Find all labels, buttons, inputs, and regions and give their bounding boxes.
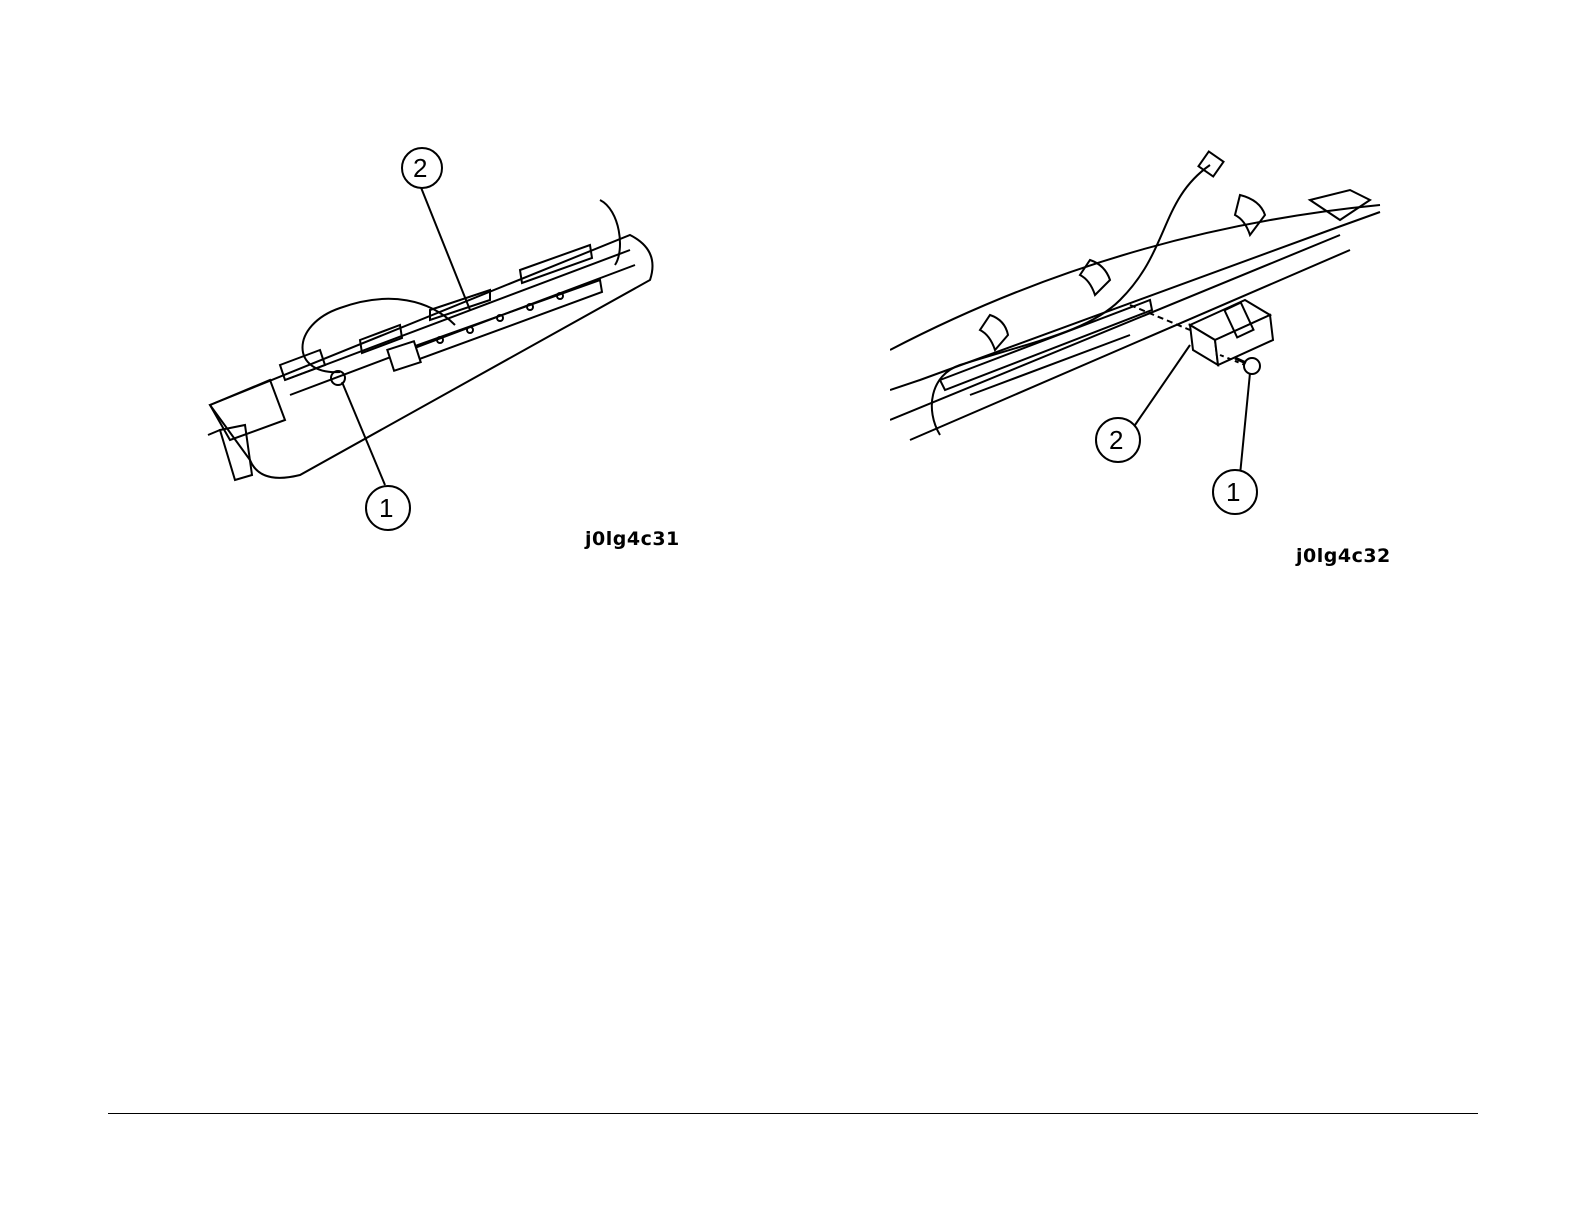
callout-circle-icon-2: 2 <box>402 148 442 188</box>
figure-code-right: j0lg4c32 <box>1296 545 1391 567</box>
figure-right-diagram: 2 1 <box>890 140 1390 570</box>
figure-code-left: j0lg4c31 <box>585 528 680 550</box>
callout-circle-icon-1: 1 <box>366 486 410 530</box>
callout-label-right-1: 1 <box>1226 477 1240 507</box>
callout-circle-icon-1: 1 <box>1213 470 1257 514</box>
footer-rule <box>108 1113 1478 1114</box>
sensor-icon <box>387 341 420 371</box>
callout-label-left-2: 2 <box>413 153 427 183</box>
sensor-icon <box>1190 300 1273 365</box>
connector-icon <box>1198 151 1223 176</box>
figure-left-diagram: 2 1 <box>190 140 670 560</box>
callout-label-left-1: 1 <box>379 493 393 523</box>
callout-label-right-2: 2 <box>1109 425 1123 455</box>
screw-icon <box>1235 358 1260 374</box>
tray-body <box>210 235 653 478</box>
callout-circle-icon-2: 2 <box>1096 418 1140 462</box>
